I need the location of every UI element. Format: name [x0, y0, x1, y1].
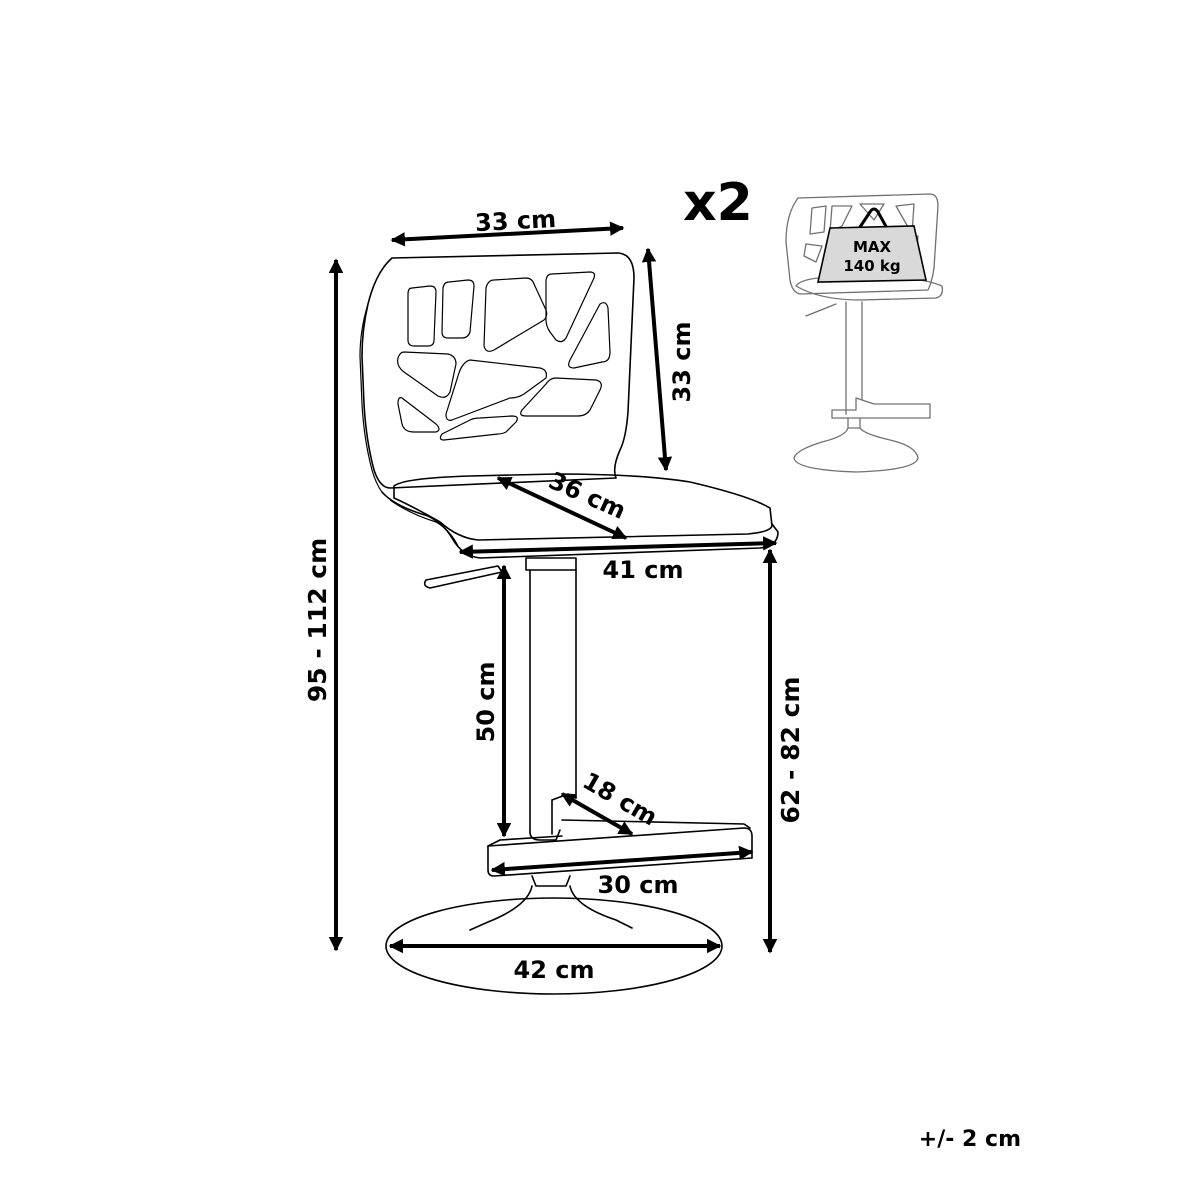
gas-lift-column	[525, 557, 577, 841]
seat-depth-arrow	[496, 476, 628, 540]
gas-lift-label: 50 cm	[472, 662, 500, 743]
back-height-arrow	[641, 247, 673, 472]
backrest-shell	[361, 252, 635, 489]
seat-width-label: 41 cm	[603, 556, 684, 584]
back-height-label: 33 cm	[668, 322, 696, 403]
backrest-cutouts	[397, 271, 611, 441]
total-height-label: 95 - 112 cm	[303, 538, 332, 702]
back-width-arrow	[390, 221, 625, 247]
dimension-labels: 33 cm 33 cm 36 cm 41 cm 95 - 112 cm 50 c…	[303, 205, 805, 984]
max-load-line2: 140 kg	[843, 257, 900, 275]
seat-height-label: 62 - 82 cm	[776, 677, 805, 824]
thumbnail-stool	[785, 193, 944, 473]
footrest-width-label: 30 cm	[598, 871, 679, 899]
backrest-edge	[359, 303, 383, 493]
quantity-multiplier: x2	[683, 173, 753, 233]
seat-cushion	[393, 473, 773, 541]
lower-column	[531, 875, 571, 887]
max-load-line1: MAX	[853, 238, 892, 256]
base-plate	[385, 885, 723, 995]
base-diameter-label: 42 cm	[514, 956, 595, 984]
back-width-label: 33 cm	[474, 205, 556, 237]
footrest-depth-arrow	[560, 792, 634, 836]
gas-lever	[423, 565, 503, 589]
stool-drawing	[359, 252, 779, 995]
dimension-lines	[328, 221, 778, 954]
seat-width-arrow	[458, 536, 778, 559]
footrest-width-arrow	[490, 845, 754, 877]
max-load-weight-icon: MAX 140 kg	[816, 207, 927, 283]
tolerance-note: +/- 2 cm	[919, 1127, 1021, 1152]
